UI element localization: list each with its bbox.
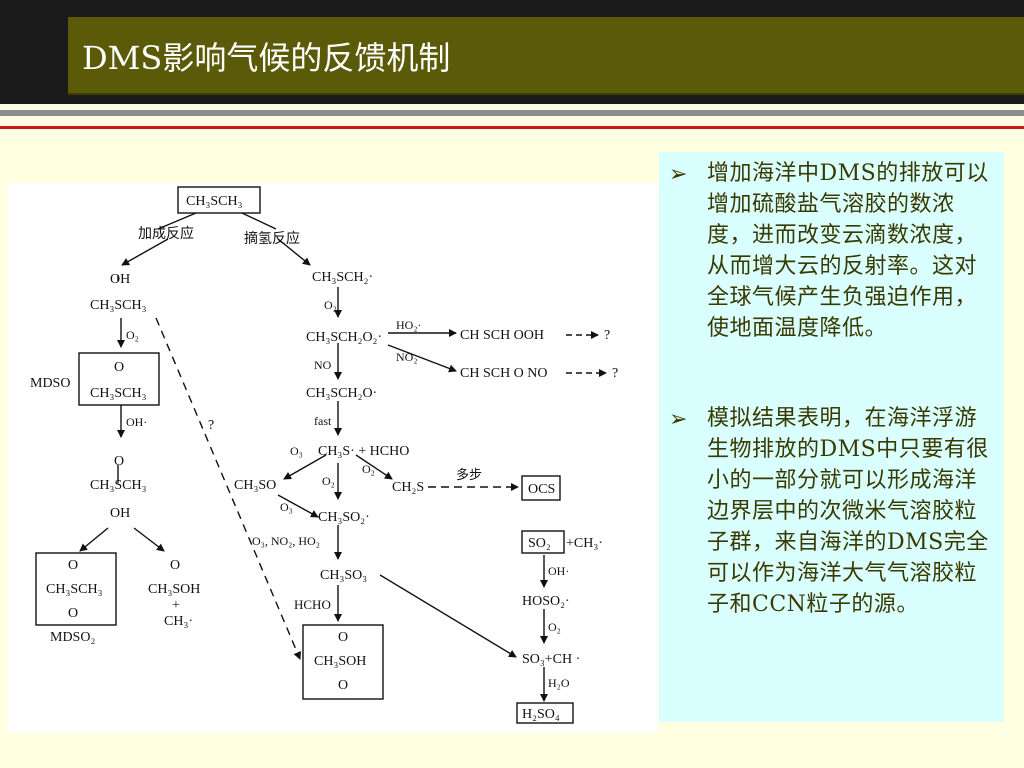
slide-title: DMS影响气候的反馈机制: [82, 39, 451, 77]
msia-o: O: [170, 558, 180, 573]
addition-label: 加成反应: [138, 225, 194, 242]
oh-radical-right: OH·: [548, 564, 569, 578]
o3-label-b: O₃: [280, 500, 293, 514]
o2-label-c: O₂: [362, 462, 375, 476]
mdso2-box: [35, 552, 117, 626]
oh-label: OH: [110, 272, 130, 287]
ocs-box: [521, 475, 561, 501]
o2-label-left: O₂: [126, 328, 139, 342]
mdso-formula: CH₃SCH₃: [90, 386, 147, 401]
r1-formula: CH₃SCH₂·: [312, 270, 373, 285]
r2-formula: CH₃SCH₂O₂·: [306, 330, 382, 345]
so2-box: [521, 530, 565, 554]
ch3so3-formula: CH₃SO₃: [320, 568, 367, 583]
msa-box: [302, 624, 384, 700]
question-2: ?: [612, 366, 618, 381]
title-bar: DMS影响气候的反馈机制: [68, 17, 1024, 95]
ho2-label: HO₂·: [396, 318, 422, 332]
mdso2-o-bottom: O: [68, 606, 78, 621]
ocs-formula: OCS: [528, 482, 555, 497]
divider-gray: [0, 110, 1024, 116]
abstraction-label: 摘氢反应: [244, 230, 300, 247]
msia-formula: CH₃SOH: [148, 582, 200, 597]
msa-o-bottom: O: [338, 678, 348, 693]
msa-formula: CH₃SOH: [314, 654, 366, 669]
reaction-diagram: CH₃SCH₃ 加成反应 摘氢反应 OH CH₃SCH₃ O₂ MDSO O C…: [8, 183, 658, 733]
question-mark: ?: [208, 418, 214, 433]
ch3so2-formula: CH₃SO₂·: [318, 510, 370, 525]
mdso-box: [78, 352, 160, 406]
reaction-diagram-svg: CH₃SCH₃ 加成反应 摘氢反应 OH CH₃SCH₃ O₂ MDSO O C…: [30, 186, 618, 724]
r4-formula: CH₃S· + HCHO: [318, 444, 409, 459]
divider-red: [0, 126, 1024, 129]
multistep-label: 多步: [456, 467, 482, 482]
mdso2-o-top: O: [68, 558, 78, 573]
h2so4-box: [516, 702, 574, 724]
no2-label: NO₂: [396, 350, 418, 364]
h2o-label: H₂O: [548, 676, 570, 690]
bullet-text-1: 增加海洋中DMS的排放可以增加硫酸盐气溶胶的数浓度，进而改变云滴数浓度，从而增大…: [707, 161, 989, 341]
r3-formula: CH₃SCH₂O·: [306, 386, 377, 401]
ch3so-formula: CH₃SO: [234, 478, 276, 493]
hoso2-formula: HOSO₂·: [522, 594, 570, 609]
bullet-arrow-icon: ➢: [669, 162, 688, 187]
plus-ch3: +CH₃·: [566, 536, 603, 551]
h2so4-formula: H₂SO₄: [522, 707, 560, 722]
bullet-arrow-icon: ➢: [669, 407, 688, 432]
adduct-formula: CH₃SCH₃: [90, 298, 147, 313]
product-ono: CH SCH O NO: [460, 366, 548, 381]
hcho-label: HCHO: [294, 597, 331, 612]
dms-formula: CH₃SCH₃: [186, 194, 243, 209]
o2-label-d: O₂: [548, 620, 561, 634]
no-label: NO: [314, 358, 332, 372]
bullet-text-2: 模拟结果表明，在海洋浮游生物排放的DMS中只要有很小的一部分就可以形成海洋边界层…: [707, 406, 989, 617]
inter-formula: CH₃SCH₃: [90, 478, 147, 493]
ch2s-formula: CH₂S: [392, 480, 424, 495]
mdso-label: MDSO: [30, 376, 70, 391]
inter-oh: OH: [110, 506, 130, 521]
msia-plus: +: [172, 598, 180, 613]
so3-formula: SO₃+CH ·: [522, 652, 580, 667]
dms-box: [177, 186, 261, 214]
oxidants-label: O₃, NO₂, HO₂: [252, 534, 320, 548]
oh-radical-left: OH·: [126, 415, 147, 429]
so2-formula: SO₂: [528, 536, 551, 551]
text-panel: ➢ 增加海洋中DMS的排放可以增加硫酸盐气溶胶的数浓度，进而改变云滴数浓度，从而…: [659, 152, 1004, 722]
mdso2-label: MDSO₂: [50, 630, 95, 645]
question-1: ?: [604, 328, 610, 343]
product-ooh: CH SCH OOH: [460, 328, 544, 343]
o2-right: O₂: [324, 298, 337, 312]
mdso-o: O: [114, 360, 124, 375]
fast-label: fast: [314, 414, 332, 428]
msa-o-top: O: [338, 630, 348, 645]
ch3-radical: CH₃·: [164, 614, 193, 629]
o3-label: O₃: [290, 444, 303, 458]
inter-o: O: [114, 454, 124, 469]
o2-label-b: O₂: [322, 474, 335, 488]
mdso2-formula: CH₃SCH₃: [46, 582, 103, 597]
